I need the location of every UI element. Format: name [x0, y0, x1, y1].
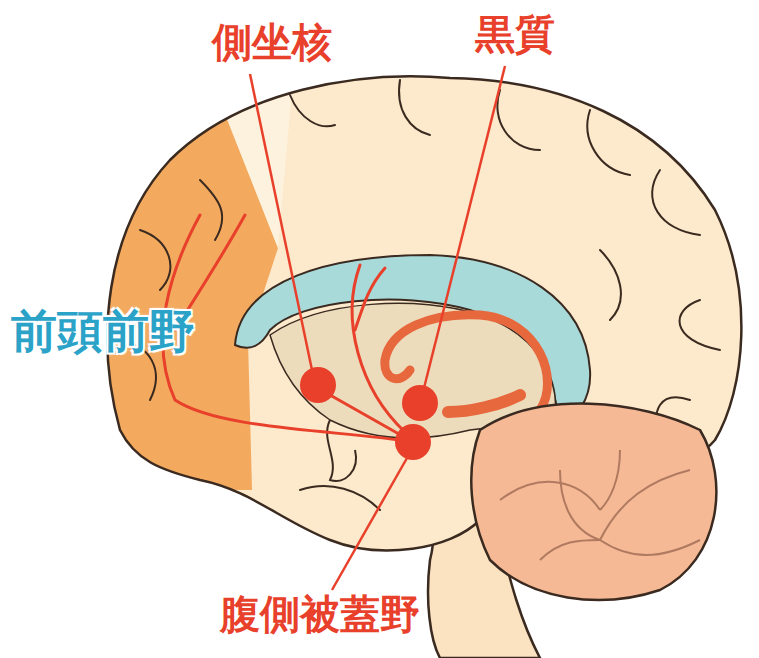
part-name: 腹側被蓋野 [220, 592, 420, 636]
part-name: 側坐核 [212, 20, 332, 64]
region-name: 前頭前野 [11, 306, 195, 357]
part-name: 黒質 [475, 12, 555, 56]
